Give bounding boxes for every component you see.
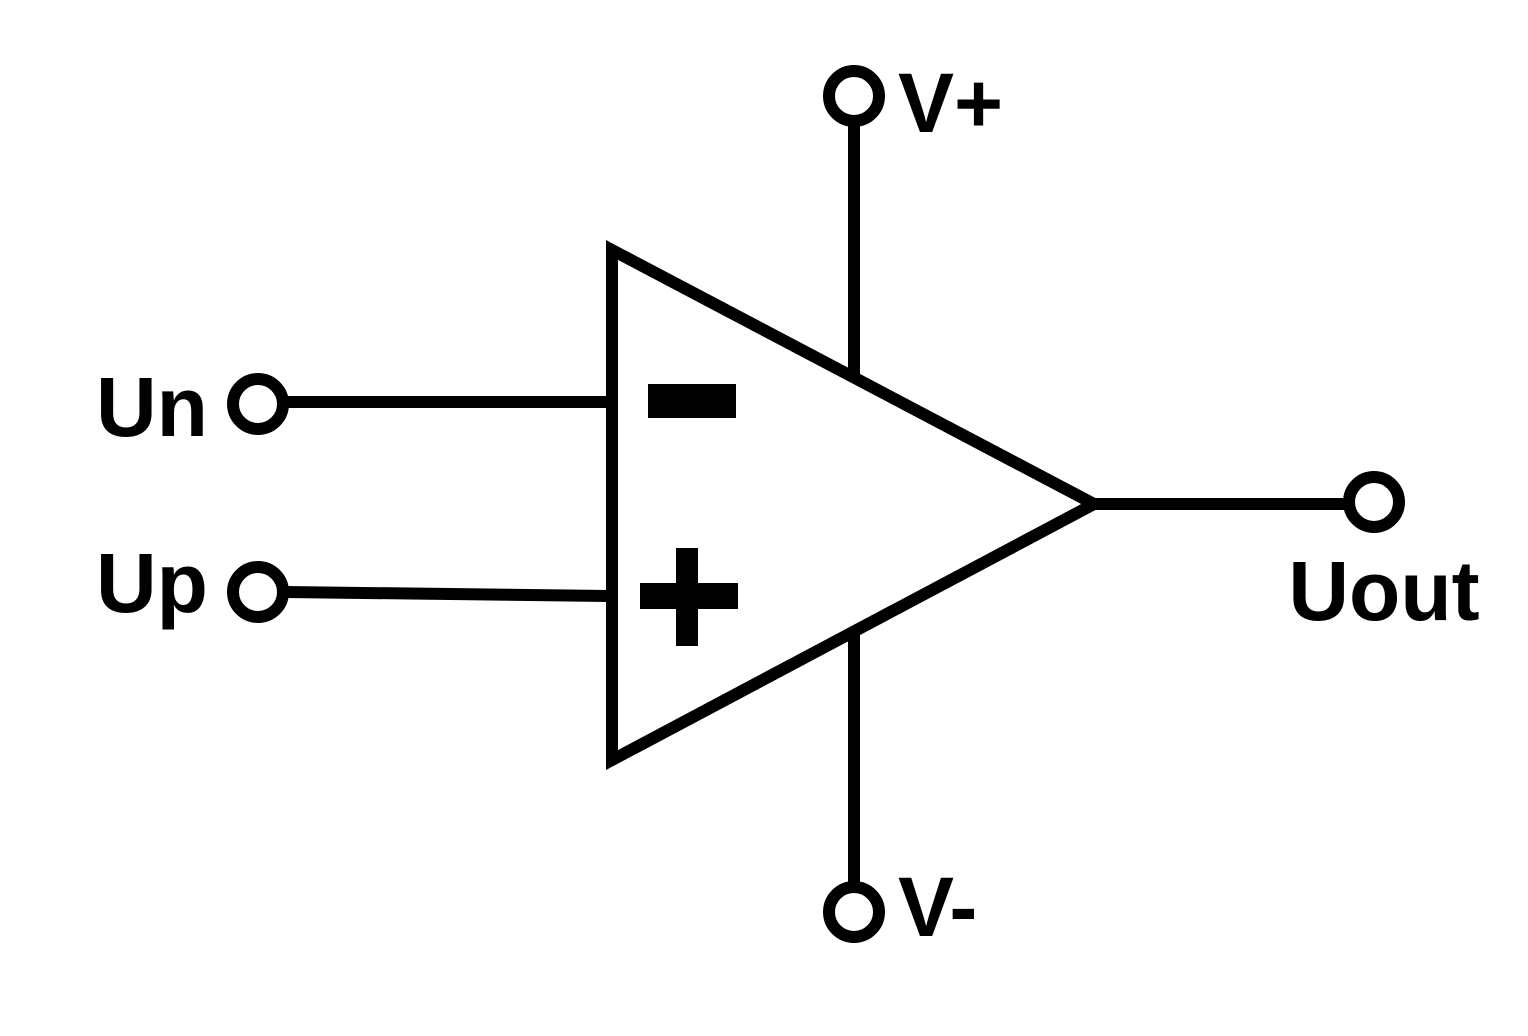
negative-supply-terminal [823,881,885,943]
inverting-input-label: Un [96,360,208,454]
output-terminal [1343,471,1405,533]
inverting-input-terminal [227,373,289,435]
noninverting-input-terminal [227,561,289,623]
positive-supply-terminal [823,65,885,127]
plus-sign-icon [640,548,738,646]
minus-sign-icon [648,384,736,418]
noninverting-input-label: Up [96,536,208,630]
noninverting-input-wire [285,586,609,602]
negative-supply-label: V- [898,860,977,954]
output-label: Uout [1288,544,1479,638]
positive-supply-label: V+ [898,56,1003,150]
